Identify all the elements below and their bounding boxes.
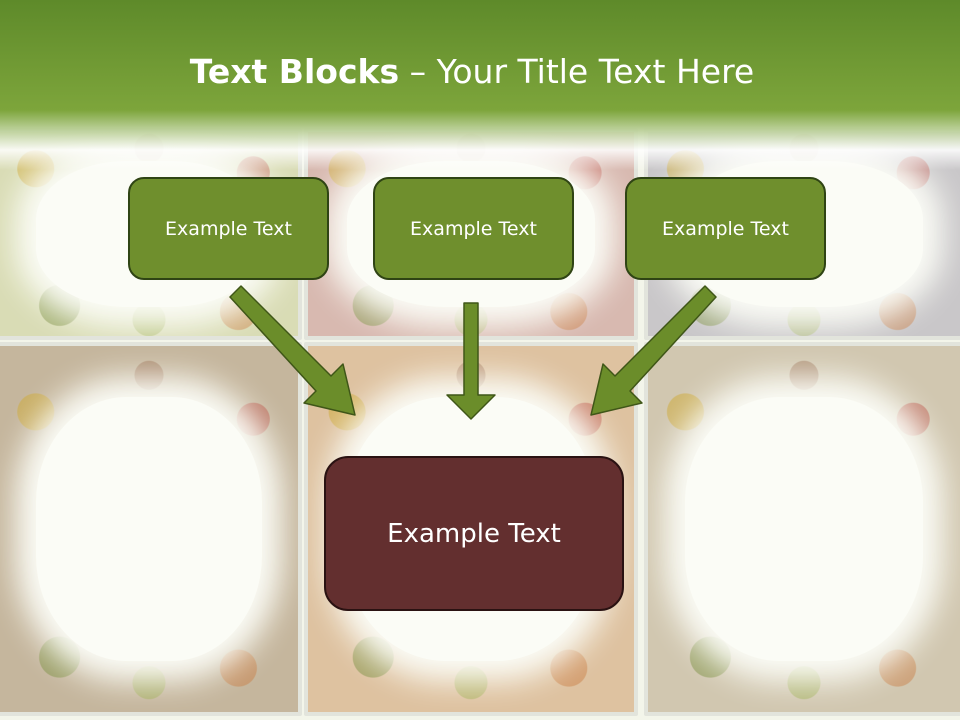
text-block-3[interactable]: Example Text xyxy=(625,177,826,280)
text-block-2-label: Example Text xyxy=(410,217,537,240)
title-bold: Text Blocks xyxy=(189,52,400,91)
text-block-2[interactable]: Example Text xyxy=(373,177,574,280)
arrow-right xyxy=(590,285,717,416)
text-block-1[interactable]: Example Text xyxy=(128,177,329,280)
collage-panel-coffee-beans xyxy=(0,342,302,716)
title-rest: Your Title Text Here xyxy=(436,52,755,91)
arrow-center xyxy=(446,302,496,420)
text-block-1-label: Example Text xyxy=(165,217,292,240)
title-separator: – xyxy=(399,52,437,91)
title-banner xyxy=(0,0,960,170)
text-block-3-label: Example Text xyxy=(662,217,789,240)
target-block-label: Example Text xyxy=(387,518,561,549)
collage-panel-mixed-fruit xyxy=(644,342,960,716)
arrow-left xyxy=(229,285,356,416)
slide-title: Text Blocks – Your Title Text Here xyxy=(0,52,944,91)
target-block[interactable]: Example Text xyxy=(324,456,624,611)
